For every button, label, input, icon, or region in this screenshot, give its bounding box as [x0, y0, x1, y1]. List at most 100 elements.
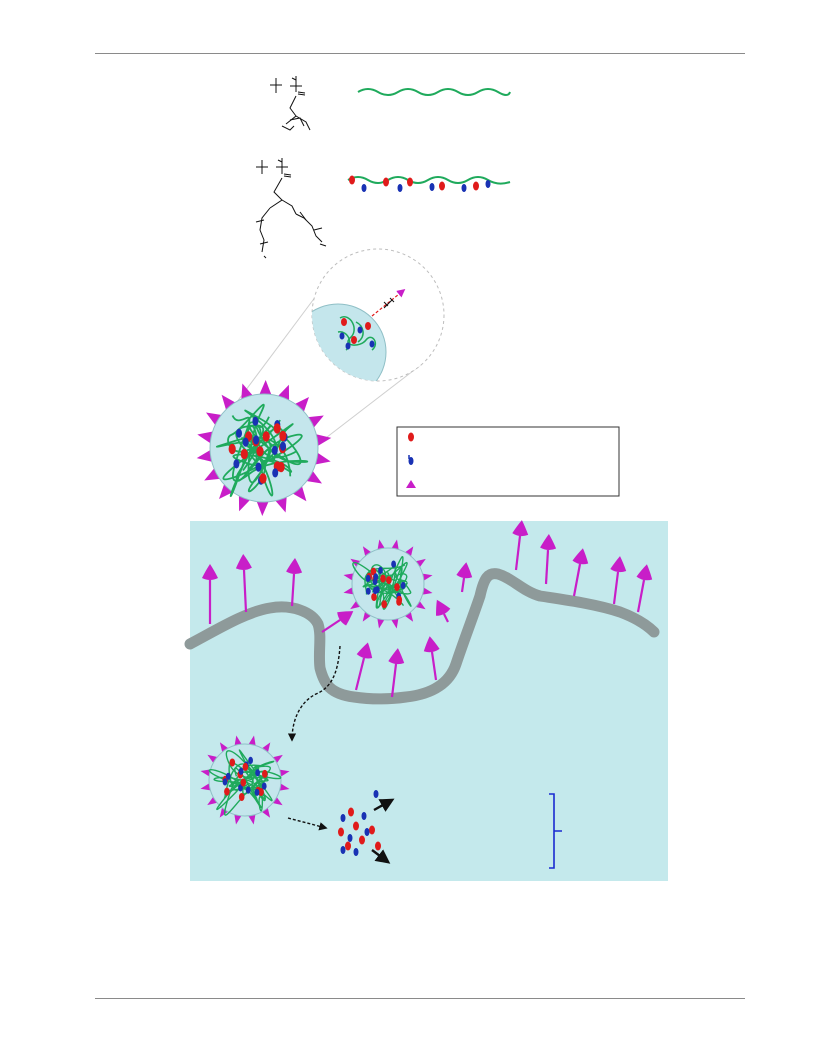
receptor-head	[636, 564, 653, 581]
receptor-stem	[514, 535, 522, 571]
receptor-head	[456, 562, 473, 579]
drug-blue-molecule	[253, 435, 260, 445]
drug-red-molecule	[238, 793, 245, 801]
ligand-spike	[413, 558, 426, 569]
drug-blue-molecule	[225, 772, 231, 780]
drug-red-molecule	[383, 177, 389, 187]
ligand-spike	[350, 599, 363, 610]
drug-blue-molecule	[238, 784, 243, 792]
ligand-spike	[219, 482, 235, 499]
release-arrow-up	[373, 798, 395, 812]
header-rule	[95, 53, 745, 54]
drug-red-molecule	[386, 576, 392, 585]
cell-surface-receptors	[202, 520, 653, 698]
receptor-stem	[290, 573, 296, 607]
receptor-head	[572, 548, 589, 565]
ligand-spike	[403, 609, 414, 622]
drug-blue-molecule	[373, 573, 379, 581]
cell-membrane	[184, 568, 660, 705]
receptor-head	[356, 642, 373, 659]
release-arrow	[287, 817, 328, 831]
receptor-head	[235, 554, 252, 571]
ligand-spike	[403, 546, 414, 559]
receptor-head	[436, 599, 451, 616]
drug-blue-molecule	[255, 462, 262, 472]
drug-red-molecule	[407, 177, 413, 187]
drug-blue-molecule	[245, 786, 251, 794]
polymer-drug-conjugate-chain	[347, 175, 511, 192]
drug-blue-molecule	[272, 468, 279, 478]
drug-red-molecule	[439, 181, 445, 191]
drug-red-molecule	[279, 430, 287, 442]
ligand-spike	[207, 754, 220, 765]
drug-red-molecule	[473, 181, 479, 191]
drug-red-molecule	[262, 431, 270, 442]
release-arrow-down	[371, 849, 391, 864]
cell-uptake-panel	[184, 520, 668, 881]
ligand-spike	[270, 754, 283, 765]
ligand-spike	[270, 795, 283, 806]
drug-red-molecule	[228, 443, 236, 455]
drug-red-molecule	[349, 175, 355, 185]
drug-blue-molecule	[236, 428, 242, 438]
drug-blue-molecule	[365, 587, 371, 595]
ligand-spike	[221, 394, 238, 412]
drug-blue-molecule	[361, 184, 367, 192]
ligand-spike	[219, 742, 230, 755]
drug-red-molecule	[256, 446, 264, 457]
receptor-stem	[430, 651, 438, 681]
drug-red-molecule	[396, 595, 403, 604]
drug-red-molecule	[273, 423, 281, 434]
drug-red-molecule	[240, 778, 247, 787]
drug-blue-molecule	[378, 566, 383, 574]
ligand-spike	[306, 415, 324, 430]
drug-red-molecule	[262, 769, 268, 778]
polymer-strand	[216, 761, 264, 811]
legend-red-drug-icon	[408, 432, 414, 442]
ligand-spike	[255, 499, 270, 516]
receptor-head	[388, 648, 405, 665]
nanoparticle-internalized	[200, 735, 290, 825]
receptor-head	[286, 558, 303, 575]
drug-blue-molecule	[222, 778, 228, 786]
chemical-structure-1	[270, 76, 311, 131]
footer-rule	[95, 998, 745, 999]
receptor-head	[610, 556, 627, 573]
ligand-spike	[207, 795, 220, 806]
polymer-strand	[232, 424, 293, 497]
drug-blue-molecule	[233, 459, 240, 469]
drug-red-molecule	[229, 758, 236, 767]
receptor-head	[512, 520, 529, 537]
receptor-head	[423, 636, 440, 653]
drug-blue-molecule	[248, 756, 253, 764]
ligand-spike	[290, 484, 307, 502]
ligand-spike	[413, 599, 426, 610]
drug-blue-molecule	[365, 574, 371, 583]
receptor-stem	[390, 663, 398, 698]
ligand-spike	[258, 380, 273, 397]
receptor-stem	[242, 569, 248, 613]
drug-blue-molecule	[485, 180, 491, 188]
drug-blue-molecule	[252, 416, 259, 426]
legend-ligand-icon	[406, 480, 416, 488]
drug-blue-molecule	[255, 769, 260, 777]
drug-blue-molecule	[261, 782, 267, 790]
ligand-spike	[204, 466, 222, 481]
nanoparticle-large	[196, 380, 332, 516]
ligand-spike	[293, 397, 309, 414]
drug-red-molecule	[381, 600, 387, 609]
ligand-spike	[260, 805, 271, 818]
receptor-stem	[460, 577, 466, 593]
drug-blue-molecule	[271, 445, 278, 455]
drug-blue-molecule	[242, 437, 249, 447]
endocytosis-arrow	[287, 645, 341, 742]
drug-red-molecule	[277, 461, 285, 473]
drug-red-molecule	[394, 583, 400, 592]
nanoparticle-binding	[343, 539, 433, 629]
drug-blue-molecule	[391, 560, 396, 568]
polymer-strand	[222, 423, 303, 481]
drug-blue-molecule	[280, 441, 286, 451]
ligand-spike	[206, 412, 224, 427]
receptor-stem	[612, 571, 620, 605]
drug-blue-molecule	[461, 184, 467, 192]
